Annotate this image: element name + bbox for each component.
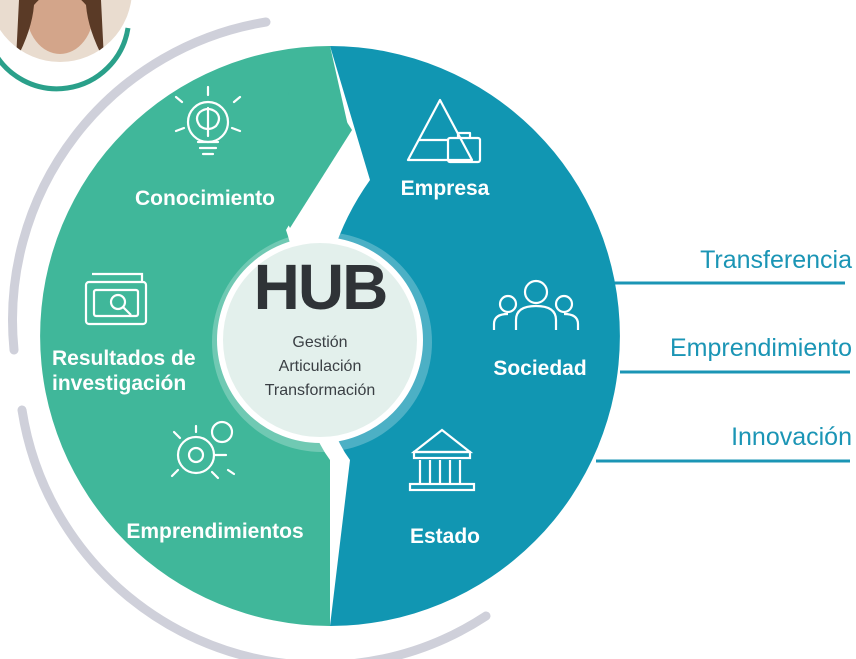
left-segment	[40, 46, 349, 626]
pyramid-briefcase-icon	[406, 98, 482, 164]
segment-label-resultados-line1: Resultados de	[52, 347, 196, 370]
hub-line-articulacion: Articulación	[278, 358, 362, 375]
hub-center	[217, 237, 423, 443]
right-segment	[320, 46, 620, 626]
segment-label-resultados-line2: investigación	[52, 372, 187, 396]
segment-label-conocimiento: Conocimiento	[135, 187, 275, 210]
segment-label-emprendimientos: Emprendimientos	[126, 520, 304, 543]
gear-bulb-icon	[170, 420, 236, 480]
outer-ring-arc-bottom	[17, 405, 491, 659]
avatar	[0, 0, 132, 92]
segment-label-sociedad: Sociedad	[493, 357, 587, 380]
outcome-innovacion: Innovación	[731, 423, 852, 451]
outcome-transferencia: Transferencia	[700, 246, 852, 274]
outcome-emprendimiento: Emprendimiento	[669, 334, 852, 362]
segment-label-empresa: Empresa	[400, 177, 490, 200]
hub-line-gestion: Gestión	[292, 334, 348, 351]
hub-line-transformacion: Transformación	[264, 382, 376, 399]
outer-ring-arc-left	[8, 17, 271, 355]
hub-title: HUB	[253, 251, 389, 323]
left-segment-arrow	[278, 50, 352, 228]
research-document-icon	[84, 272, 148, 326]
people-group-icon	[492, 279, 580, 330]
brain-bulb-icon	[174, 85, 242, 156]
government-building-icon	[408, 428, 476, 492]
segment-label-resultados: Resultados de investigación	[52, 346, 222, 396]
segment-label-estado: Estado	[409, 525, 480, 548]
